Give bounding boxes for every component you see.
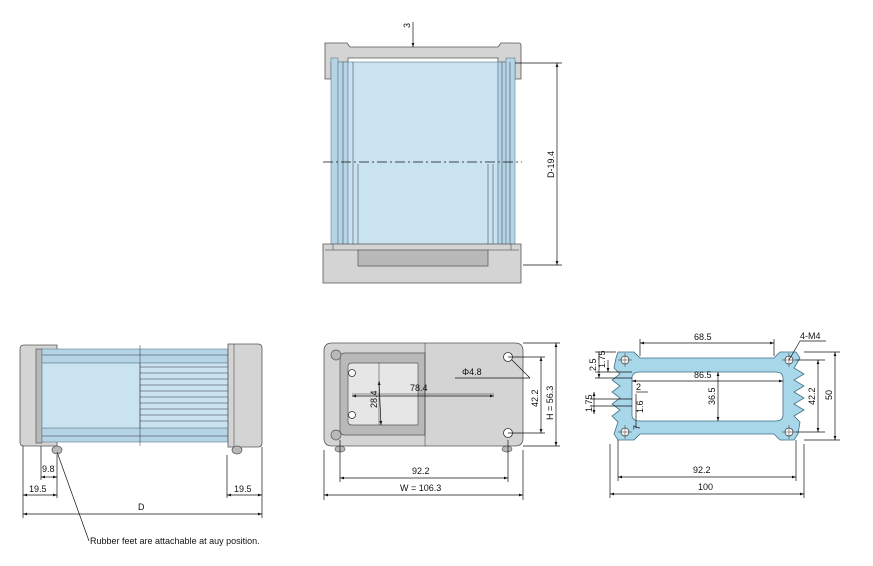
dim-92-2-profile-label: 92.2 [693, 465, 711, 475]
dim-W-label: W = 106.3 [400, 483, 441, 493]
end-screw-bottom-left [330, 429, 342, 441]
dim-86-5-label: 86.5 [694, 370, 712, 380]
dim-92-2-end-label: 92.2 [412, 466, 430, 476]
side-view: 9.8 19.5 19.5 D Rubber feet are attachab… [19, 343, 263, 546]
dim-1-75a-label: 1.75 [597, 350, 607, 368]
rubber-foot-right [231, 445, 243, 455]
dim-2-5-label: 2.5 [588, 358, 598, 371]
rubber-foot-left [51, 445, 63, 455]
dim-2-label: 2 [636, 382, 641, 392]
top-view: 3 D-19.4 [322, 22, 562, 284]
dim-4-M4-label: 4-M4 [800, 331, 821, 341]
side-panel [41, 362, 141, 429]
dim-28-4-label: 28.4 [369, 390, 379, 408]
side-bottom-rail [41, 427, 229, 443]
top-panel [347, 61, 499, 251]
dim-phi-label: Φ4.8 [462, 367, 482, 377]
dim-100-label: 100 [698, 482, 713, 492]
top-end-cap [324, 42, 522, 80]
dim-H-label: H = 56.3 [545, 386, 555, 420]
dim-42-2-label: 42.2 [530, 389, 540, 407]
end-screw-top-left [330, 349, 342, 361]
dim-1-75b-label: 1.75 [584, 394, 594, 412]
dim-3-label: 3 [402, 23, 412, 28]
side-right-cap [227, 343, 263, 448]
dim-50-label: 50 [824, 390, 834, 400]
dim-42-2-profile-label: 42.2 [807, 387, 817, 405]
right-rail-outer [505, 57, 516, 251]
dim-36-5-label: 36.5 [707, 387, 717, 405]
side-top-rail [41, 348, 229, 364]
dim-1-6-label: 1.6 [635, 400, 645, 413]
dim-78-4-label: 78.4 [410, 383, 428, 393]
dim-depth-label: D-19.4 [546, 151, 556, 178]
dim-19-5-right-label: 19.5 [234, 484, 252, 494]
profile-view: 68.5 4-M4 86.5 36.5 2.5 1.75 2 1.75 1.6 … [584, 331, 840, 498]
rubber-feet-note: Rubber feet are attachable at auy positi… [90, 536, 260, 546]
left-rail-outer [330, 57, 339, 251]
dim-D-label: D [138, 502, 145, 512]
end-view: 28.4 78.4 Φ4.8 42.2 H = 56.3 92.2 W = 10… [323, 342, 560, 500]
dim-19-5-left-label: 19.5 [29, 484, 47, 494]
dim-68-5-label: 68.5 [694, 332, 712, 342]
dim-9-8-label: 9.8 [42, 464, 55, 474]
dim-7-label: 7 [632, 425, 642, 430]
